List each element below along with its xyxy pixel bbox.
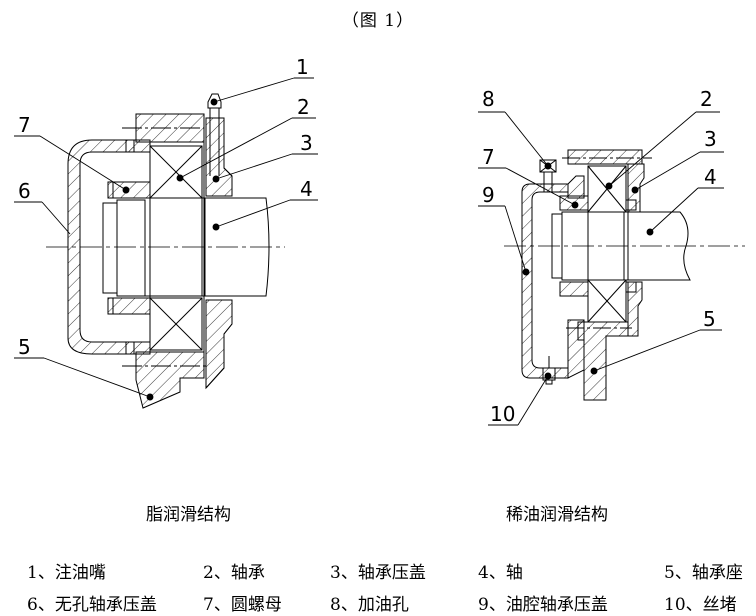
grease-callouts (14, 77, 318, 401)
oil-callouts (478, 111, 724, 426)
part-1-grease-nipple (207, 93, 222, 176)
legend-item: 8、加油孔 (330, 595, 409, 615)
oil-callout-labels: 8 2 3 4 7 9 5 10 (482, 87, 717, 426)
part-5-bearing-housing (122, 113, 208, 409)
legend-item: 9、油腔轴承压盖 (478, 595, 608, 615)
legend-item: 10、丝堵 (664, 595, 737, 615)
callout-5: 5 (703, 307, 716, 331)
oil-diagram-caption: 稀油润滑结构 (506, 505, 608, 525)
callout-8: 8 (482, 87, 495, 111)
callout-1: 1 (296, 55, 309, 79)
grease-lubrication-diagram (46, 93, 285, 409)
part-2-bearing (149, 145, 203, 351)
callout-7: 7 (18, 113, 31, 137)
callout-4: 4 (704, 165, 717, 189)
callout-3: 3 (300, 131, 313, 155)
part-6-solid-bearing-cover (67, 139, 151, 355)
oil-lubrication-diagram (504, 149, 745, 401)
callout-3: 3 (704, 127, 717, 151)
callout-6: 6 (18, 179, 31, 203)
part-7-round-nut (107, 181, 151, 315)
part-2-bearing (587, 165, 627, 323)
legend-item: 5、轴承座 (664, 563, 743, 583)
part-9-oil-cavity-cover (521, 175, 585, 379)
part-10-drain-plug (542, 356, 556, 385)
callout-10: 10 (490, 402, 515, 426)
callout-2: 2 (297, 95, 310, 119)
legend-item: 4、轴 (478, 563, 523, 583)
callout-5: 5 (18, 335, 31, 359)
legend-row: 6、无孔轴承压盖 7、圆螺母 8、加油孔 9、油腔轴承压盖 10、丝堵 (0, 590, 756, 615)
callout-7: 7 (482, 145, 495, 169)
grease-callout-labels: 1 2 3 4 5 6 7 (18, 55, 313, 359)
part-4-shaft (102, 197, 270, 297)
callout-9: 9 (482, 183, 495, 207)
legend-item: 6、无孔轴承压盖 (27, 595, 157, 615)
legend-row: 1、注油嘴 2、轴承 3、轴承压盖 4、轴 5、轴承座 (0, 558, 756, 583)
grease-diagram-caption: 脂润滑结构 (146, 505, 231, 525)
callout-4: 4 (300, 177, 313, 201)
legend-item: 3、轴承压盖 (330, 563, 426, 583)
part-5-bearing-housing (562, 149, 652, 401)
legend-item: 1、注油嘴 (27, 563, 106, 583)
legend-item: 7、圆螺母 (203, 595, 282, 615)
callout-2: 2 (700, 87, 713, 111)
legend-item: 2、轴承 (203, 563, 265, 583)
figure-title: （图 1） (341, 11, 415, 31)
